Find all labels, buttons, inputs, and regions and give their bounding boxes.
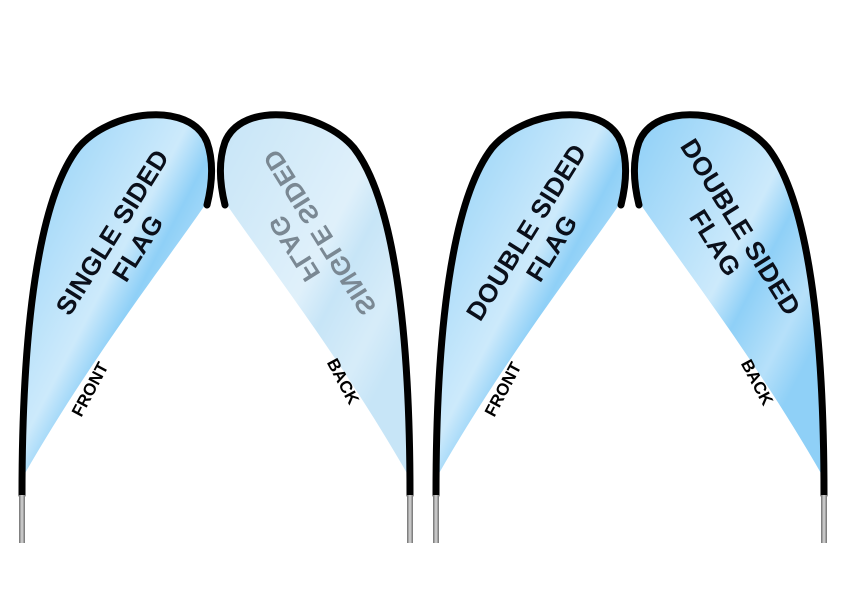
flag-pole: [19, 495, 25, 543]
flag-pole: [821, 495, 827, 543]
flag-pole: [433, 495, 439, 543]
flag-single-sided-back: SINGLE SIDED FLAG BACK: [216, 111, 414, 543]
flag-single-sided-front: SINGLE SIDED FLAG FRONT: [18, 111, 216, 543]
flag-double-sided-back: DOUBLE SIDED FLAG BACK: [630, 111, 828, 543]
flag-pole: [407, 495, 413, 543]
flag-fabric-sheen: [438, 118, 624, 475]
flag-frame: [432, 111, 630, 499]
flag-frame: [216, 111, 414, 499]
flag-frame: [630, 111, 828, 499]
flag-fabric-sheen: [222, 118, 408, 475]
flag-fabric-sheen: [24, 118, 210, 475]
flag-frame: [18, 111, 216, 499]
flag-fabric-sheen: [636, 118, 822, 475]
flag-double-sided-front: DOUBLE SIDED FLAG FRONT: [432, 111, 630, 543]
